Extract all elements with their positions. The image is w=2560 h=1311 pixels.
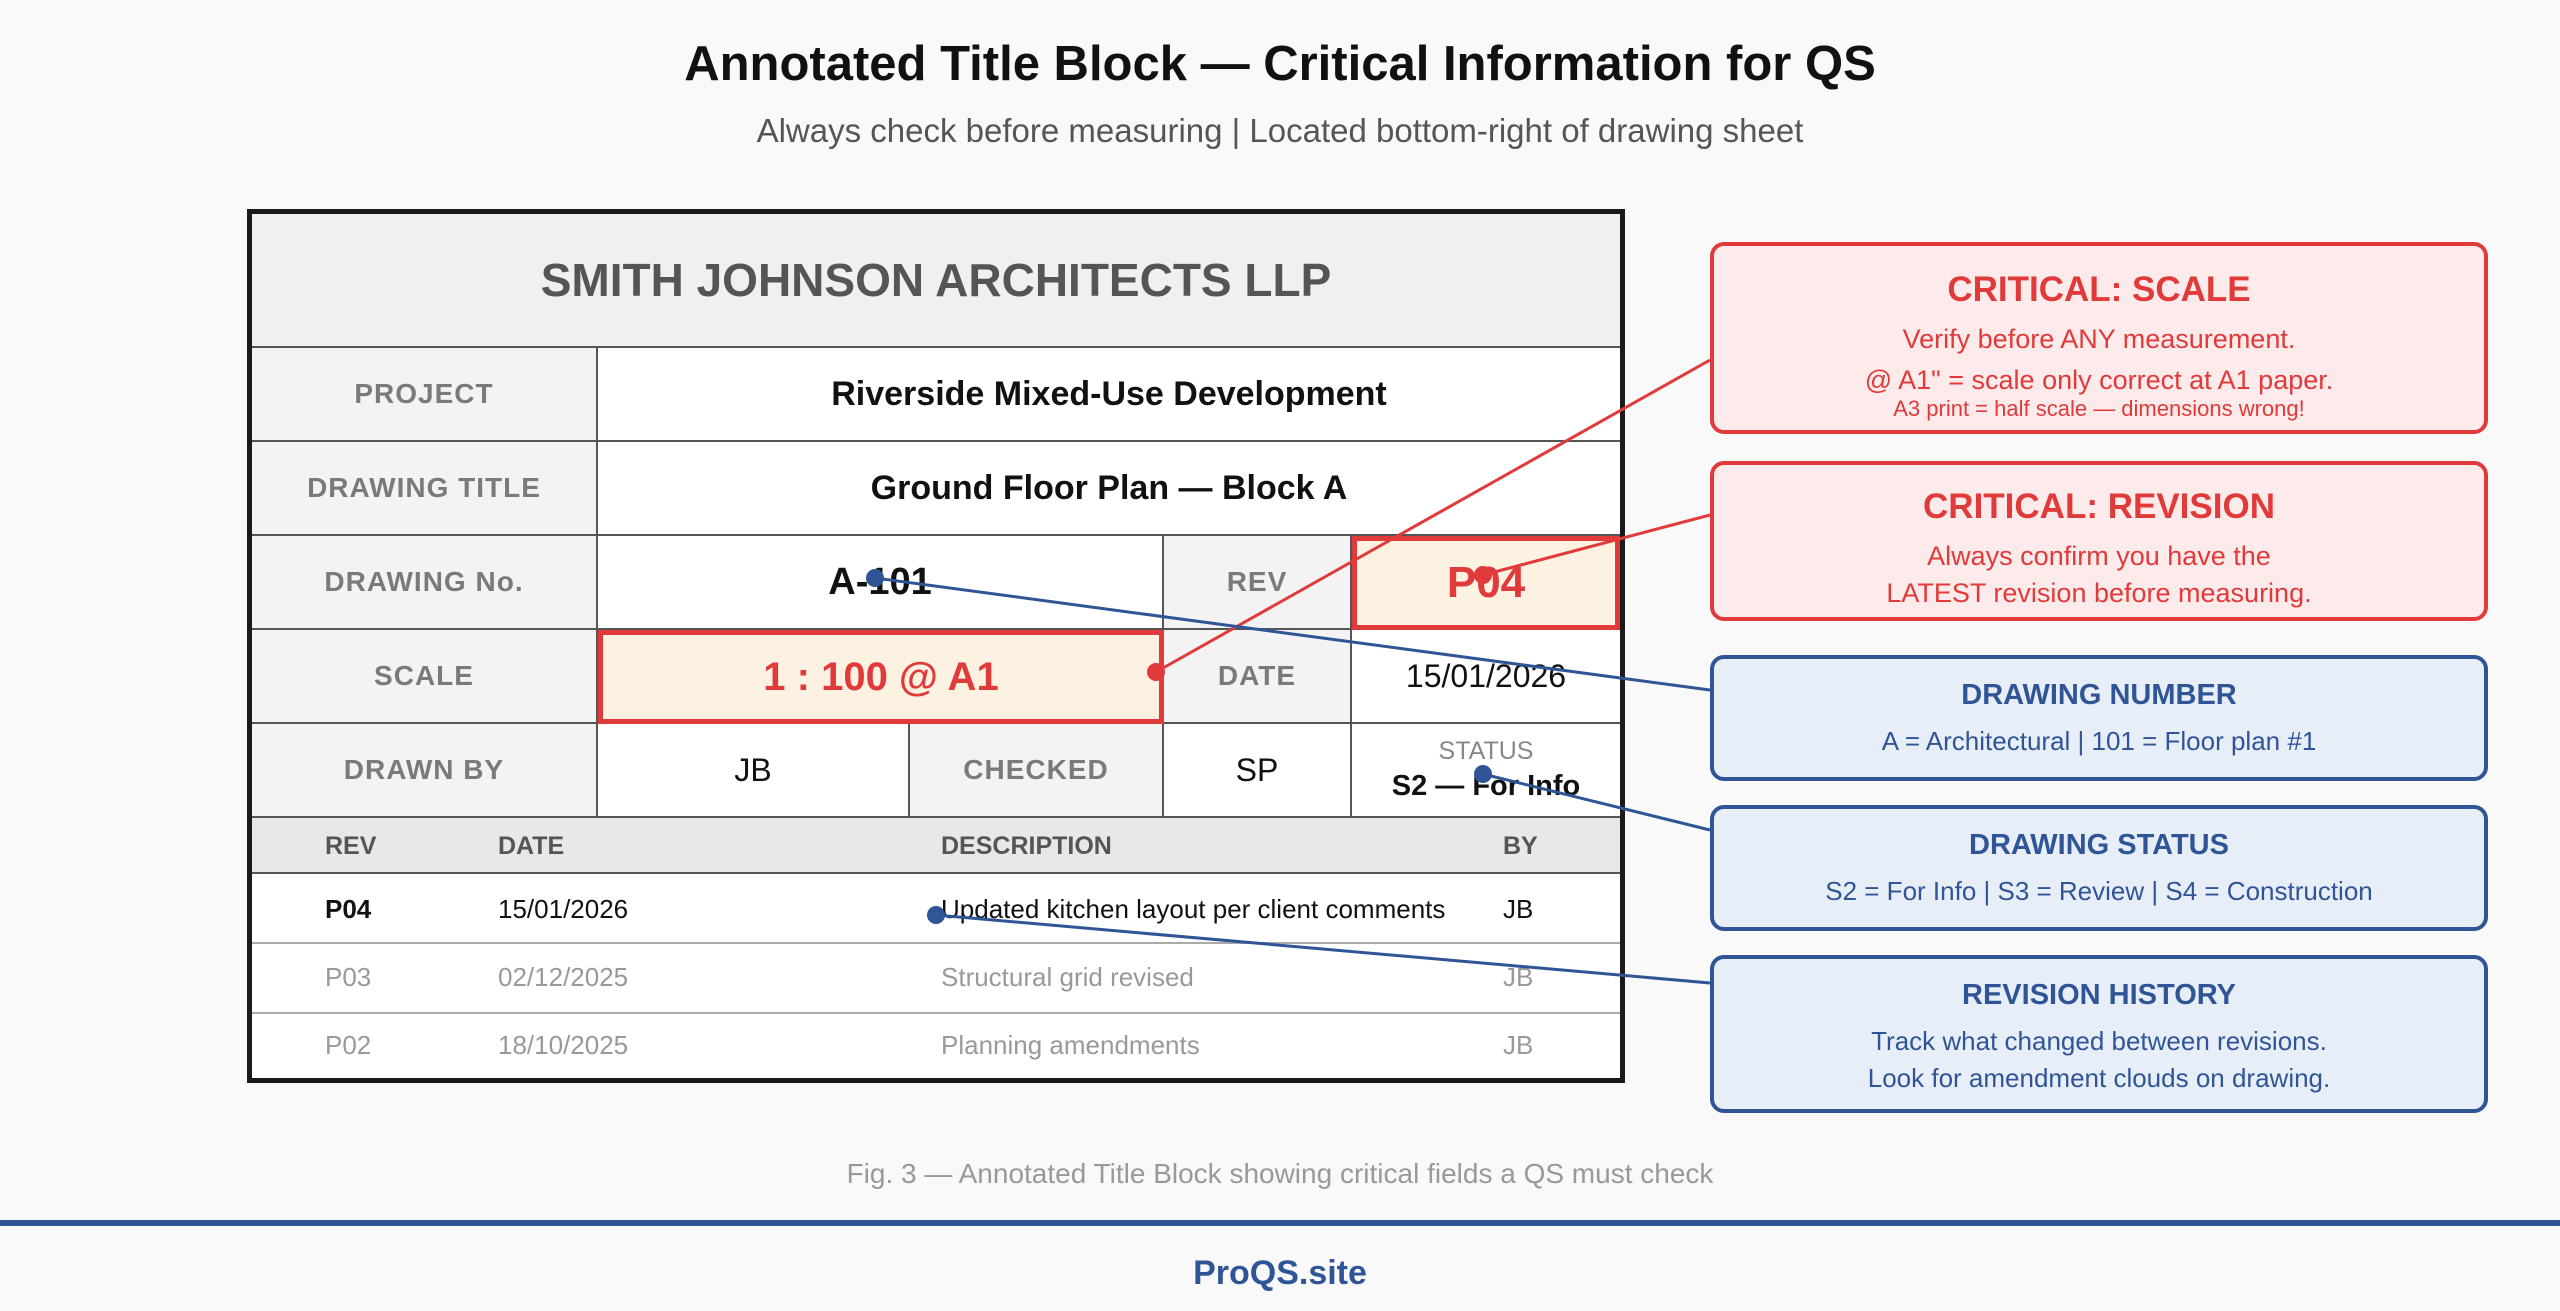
table-row: P02 18/10/2025 Planning amendments JB — [252, 1014, 1620, 1078]
row-description: Planning amendments — [941, 1030, 1200, 1060]
callout-scale-title: CRITICAL: SCALE — [1947, 270, 2251, 309]
scale-leader-dot — [1147, 663, 1165, 681]
callout-revision-history: REVISION HISTORY Track what changed betw… — [1710, 955, 2488, 1113]
revision-leader-line — [1482, 513, 1711, 577]
callout-revision-history-line2: Look for amendment clouds on drawing. — [1867, 1063, 2331, 1093]
scale-value: 1 : 100 @ A1 — [598, 630, 1164, 724]
row-by: JB — [1503, 894, 1534, 924]
description-col-header: DESCRIPTION — [941, 832, 1112, 860]
revision-history-header: REV DATE DESCRIPTION BY — [252, 818, 1620, 874]
drawing-number-leader-line — [874, 576, 1711, 692]
row-date: 15/01/2026 — [498, 894, 629, 924]
checked-value: SP — [1164, 724, 1352, 818]
callout-drawing-status: DRAWING STATUS S2 = For Info | S3 = Revi… — [1710, 805, 2488, 931]
rev-col-header: REV — [325, 832, 377, 860]
row-rev: P04 — [325, 894, 372, 924]
drawing-status-leader-dot — [1474, 765, 1492, 783]
drawing-title-label: DRAWING TITLE — [252, 442, 598, 536]
row-date: 18/10/2025 — [498, 1030, 629, 1060]
revision-history-leader-line — [935, 913, 1711, 985]
row-divider — [252, 942, 1620, 944]
callout-revision-history-line1: Track what changed between revisions. — [1871, 1026, 2327, 1056]
callout-scale-line1: Verify before ANY measurement. — [1902, 324, 2296, 354]
date-value: 15/01/2026 — [1352, 630, 1620, 724]
table-row: P04 15/01/2026 Updated kitchen layout pe… — [252, 874, 1620, 942]
scale-leader-line — [1155, 358, 1711, 674]
date-label: DATE — [1164, 630, 1352, 724]
drawn-by-label: DRAWN BY — [252, 724, 598, 818]
callout-scale-line2: @ A1" = scale only correct at A1 paper. — [1864, 365, 2334, 395]
row-description: Structural grid revised — [941, 962, 1194, 992]
figure-caption: Fig. 3 — Annotated Title Block showing c… — [846, 1158, 1714, 1189]
date-col-header: DATE — [498, 832, 565, 860]
row-divider — [252, 1012, 1620, 1014]
status-label: STATUS — [1438, 737, 1534, 765]
callout-revision-line1: Always confirm you have the — [1927, 541, 2271, 571]
project-label: PROJECT — [252, 348, 598, 442]
revision-history-leader-dot — [927, 906, 945, 924]
drawing-no-label: DRAWING No. — [252, 536, 598, 630]
footer-divider — [0, 1220, 2560, 1226]
row-date: 02/12/2025 — [498, 962, 629, 992]
drawing-title-value: Ground Floor Plan — Block A — [598, 442, 1620, 536]
callout-revision-title: CRITICAL: REVISION — [1923, 487, 2275, 526]
callout-drawing-number-title: DRAWING NUMBER — [1961, 679, 2237, 711]
callout-scale-line3: A3 print = half scale — dimensions wrong… — [1893, 396, 2305, 421]
callout-drawing-status-title: DRAWING STATUS — [1969, 829, 2229, 861]
footer-brand: ProQS.site — [1193, 1254, 1367, 1292]
drawing-number-leader-dot — [866, 569, 884, 587]
row-description: Updated kitchen layout per client commen… — [941, 894, 1446, 924]
title-block: SMITH JOHNSON ARCHITECTS LLP PROJECT Riv… — [247, 209, 1625, 1083]
checked-label: CHECKED — [910, 724, 1164, 818]
row-rev: P03 — [325, 962, 372, 992]
callout-drawing-status-line1: S2 = For Info | S3 = Review | S4 = Const… — [1825, 876, 2373, 906]
status-cell: STATUS S2 — For Info — [1352, 724, 1620, 818]
revision-leader-dot — [1474, 566, 1492, 584]
drawing-status-leader-line — [1482, 772, 1711, 832]
row-rev: P02 — [325, 1030, 372, 1060]
project-value: Riverside Mixed-Use Development — [598, 348, 1620, 442]
scale-label: SCALE — [252, 630, 598, 724]
by-col-header: BY — [1503, 832, 1538, 860]
row-by: JB — [1503, 1030, 1534, 1060]
page-title: Annotated Title Block — Critical Informa… — [684, 37, 1876, 91]
callout-revision: CRITICAL: REVISION Always confirm you ha… — [1710, 461, 2488, 621]
callout-drawing-number-line1: A = Architectural | 101 = Floor plan #1 — [1881, 726, 2317, 756]
page-subtitle: Always check before measuring | Located … — [756, 112, 1804, 149]
callout-revision-line2: LATEST revision before measuring. — [1886, 578, 2312, 608]
drawn-by-value: JB — [598, 724, 910, 818]
firm-name: SMITH JOHNSON ARCHITECTS LLP — [252, 214, 1620, 348]
callout-scale: CRITICAL: SCALE Verify before ANY measur… — [1710, 242, 2488, 434]
rev-label: REV — [1164, 536, 1352, 630]
callout-drawing-number: DRAWING NUMBER A = Architectural | 101 =… — [1710, 655, 2488, 781]
callout-revision-history-title: REVISION HISTORY — [1962, 979, 2236, 1011]
